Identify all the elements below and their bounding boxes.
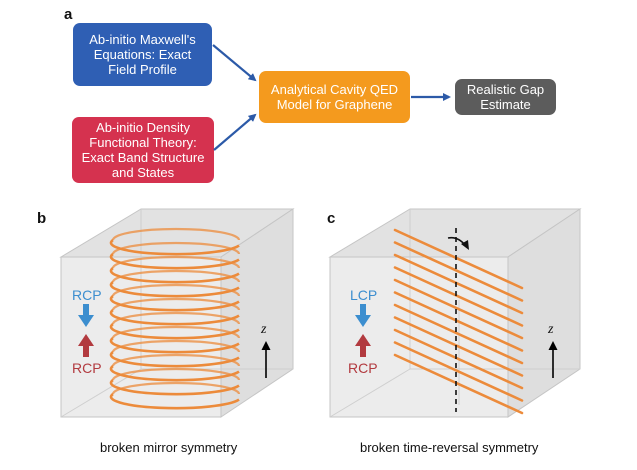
gap-line-2: Estimate xyxy=(480,97,531,112)
coil-turn-front xyxy=(109,238,240,256)
z-axis-label-c: z xyxy=(548,322,554,337)
stripe-line xyxy=(393,253,524,315)
blue-down-arrow-c xyxy=(355,304,371,327)
maxwell-line-2: Equations: Exact xyxy=(93,47,192,62)
maxwell-line-1: Ab-initio Maxwell's xyxy=(89,32,196,47)
qed-line-2: Model for Graphene xyxy=(276,97,393,112)
arrow-dft-to-qed xyxy=(213,113,257,151)
coil-turn-back xyxy=(111,227,241,241)
stripe-line xyxy=(393,241,524,302)
rcp-bottom-label-c: RCP xyxy=(348,360,378,376)
rcp-top-label-b: RCP xyxy=(72,287,102,303)
z-axis-arrowhead-c xyxy=(548,341,558,350)
maxwell-equations-box: Ab-initio Maxwell's Equations: Exact Fie… xyxy=(73,23,212,86)
helix-coil xyxy=(109,227,241,410)
coil-turn-front xyxy=(109,364,240,382)
coil-turn-front xyxy=(109,392,240,410)
panel-label-c: c xyxy=(327,210,336,227)
qed-line-1: Analytical Cavity QED xyxy=(270,82,399,97)
coil-turn-front xyxy=(109,336,240,354)
gap-estimate-box: Realistic Gap Estimate xyxy=(455,79,556,115)
dft-line-2: Functional Theory: xyxy=(89,135,197,150)
stripe-line xyxy=(393,278,524,340)
coil-turn-front xyxy=(109,280,240,298)
stripe-line xyxy=(393,266,524,327)
coil-turn-front xyxy=(109,294,240,312)
maxwell-line-3: Field Profile xyxy=(108,62,177,77)
stripe-line xyxy=(393,328,524,390)
lcp-top-label-c: LCP xyxy=(350,287,378,303)
red-up-arrow-b xyxy=(78,334,94,357)
coil-turn-front xyxy=(109,266,240,284)
dft-line-3: Exact Band Structure xyxy=(81,150,205,165)
dft-line-1: Ab-initio Density xyxy=(96,120,190,135)
dft-box: Ab-initio Density Functional Theory: Exa… xyxy=(72,117,214,183)
stripe-line xyxy=(393,303,524,365)
caption-c: broken time-reversal symmetry xyxy=(360,440,539,455)
rotation-arrowhead xyxy=(461,240,469,250)
coil-turn-front xyxy=(109,350,240,368)
red-up-arrow-c xyxy=(355,334,371,357)
stripe-line xyxy=(393,353,524,415)
stripe-line xyxy=(393,316,524,377)
coil-turn-front xyxy=(109,308,240,326)
stripe-line xyxy=(393,228,524,290)
z-axis-label-b: z xyxy=(261,322,267,337)
blue-down-arrow-b xyxy=(78,304,94,327)
panel-label-a: a xyxy=(64,6,73,23)
arrow-maxwell-to-qed xyxy=(212,44,257,82)
rcp-bottom-label-b: RCP xyxy=(72,360,102,376)
tilted-stripes xyxy=(393,228,524,415)
caption-b: broken mirror symmetry xyxy=(100,440,238,455)
z-axis-arrowhead-b xyxy=(261,341,271,350)
cavity-qed-model-box: Analytical Cavity QED Model for Graphene xyxy=(259,71,410,123)
coil-turn-front xyxy=(109,252,240,270)
stripe-line xyxy=(393,341,524,402)
dft-line-4: and States xyxy=(111,165,175,180)
gap-line-1: Realistic Gap xyxy=(466,82,545,97)
coil-turn-front xyxy=(109,378,240,396)
coil-turn-front xyxy=(109,322,240,340)
cube-c-hidden-edge-d xyxy=(329,368,411,418)
stripe-line xyxy=(393,291,524,352)
panel-label-b: b xyxy=(37,210,47,227)
